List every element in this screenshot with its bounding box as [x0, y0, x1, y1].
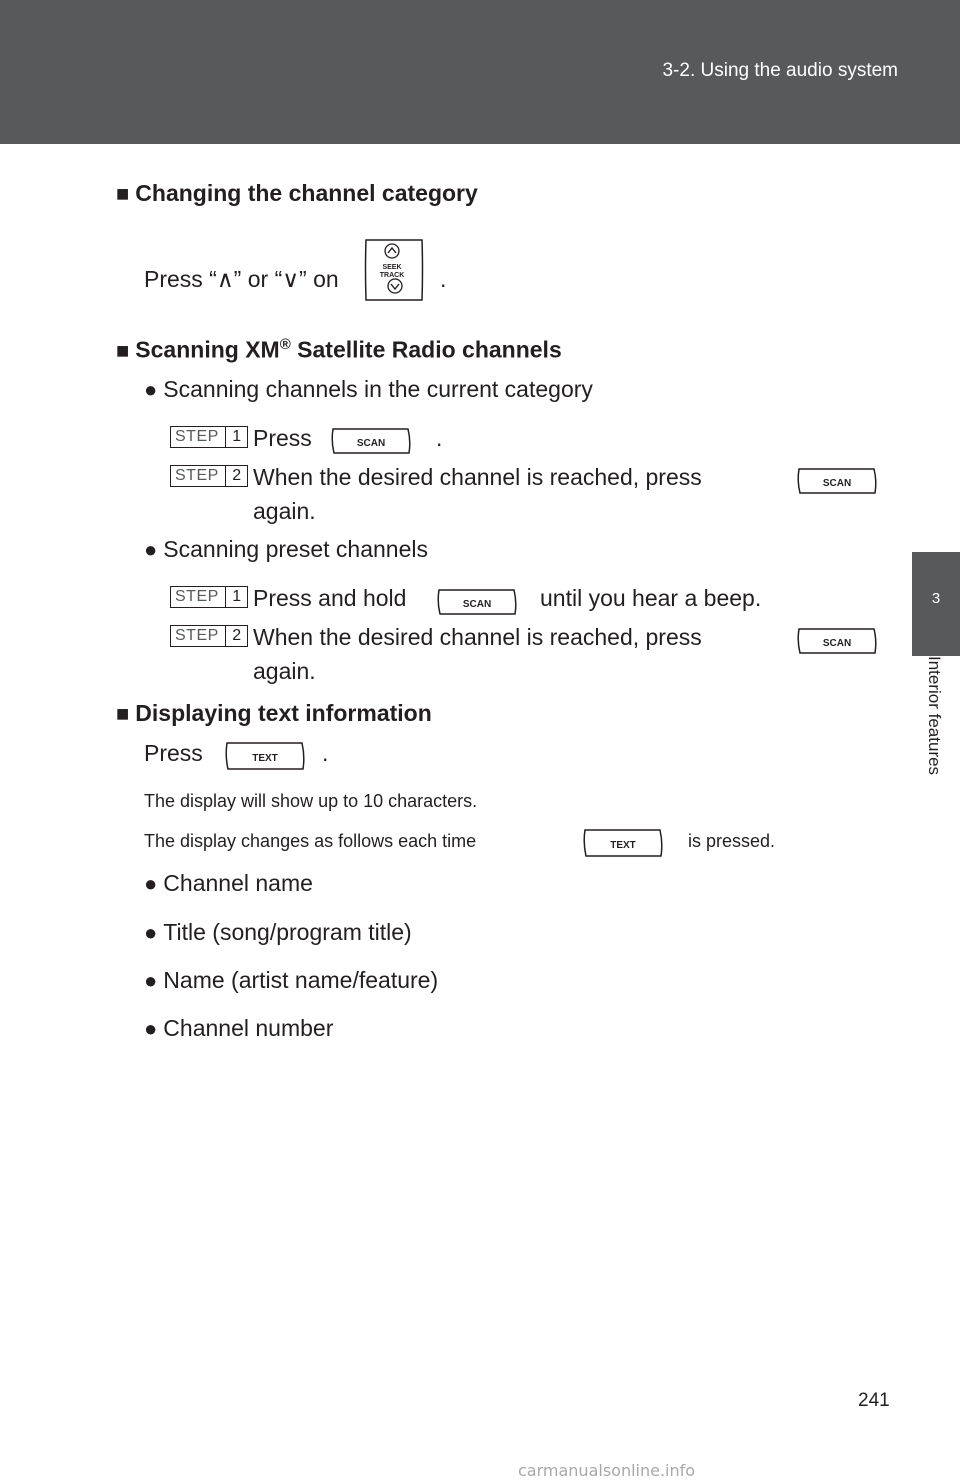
list-item: ●Name (artist name/feature)	[144, 967, 438, 994]
step-number: 1	[225, 427, 247, 447]
seek-key-line2: TRACK	[380, 272, 405, 279]
scan-key: SCAN	[436, 587, 518, 617]
scan-key-label: SCAN	[823, 638, 851, 649]
bullet-text: Scanning preset channels	[163, 536, 428, 562]
step-1-text: Press	[253, 425, 312, 451]
text-key: TEXT	[582, 827, 664, 859]
chapter-number: 3	[931, 590, 941, 607]
press-seek-period: .	[440, 266, 447, 292]
chapter-label: Interior features	[925, 656, 944, 776]
press-seek-label: Press “∧” or “∨” on	[144, 266, 339, 292]
registered-mark: ®	[279, 336, 291, 353]
step-1-period: .	[436, 425, 443, 451]
list-item-text: Channel number	[163, 1015, 334, 1041]
heading-changing-category: ■Changing the channel category	[116, 180, 478, 207]
round-bullet-icon: ●	[144, 968, 158, 993]
chapter-tab: 3	[912, 552, 960, 656]
text-key-label: TEXT	[252, 753, 278, 764]
list-item: ●Channel name	[144, 870, 313, 897]
square-bullet-icon: ■	[116, 701, 130, 726]
heading-text: Displaying text information	[135, 700, 432, 726]
bullet-current-category: ●Scanning channels in the current catego…	[144, 376, 593, 403]
round-bullet-icon: ●	[144, 1016, 158, 1041]
step-2-continuation: again.	[253, 498, 316, 524]
round-bullet-icon: ●	[144, 537, 158, 562]
step-2-label: STEP 2	[170, 465, 248, 487]
list-item-text: Name (artist name/feature)	[163, 967, 439, 993]
step-number: 1	[225, 587, 247, 607]
press-text-period: .	[322, 740, 329, 766]
heading-scanning: ■Scanning XM® Satellite Radio channels	[116, 336, 562, 364]
heading-text: Changing the channel category	[135, 180, 478, 206]
chapter-label-container: Interior features	[912, 656, 960, 836]
seek-track-key: SEEK TRACK	[362, 238, 426, 302]
header-bar: 3-2. Using the audio system	[0, 0, 960, 144]
text-key-label: TEXT	[610, 840, 636, 851]
step-word: STEP	[175, 588, 219, 605]
seek-key-line1: SEEK	[382, 264, 401, 271]
bullet-text: Scanning channels in the current categor…	[163, 376, 593, 402]
step-1-text-after: until you hear a beep.	[540, 585, 762, 611]
bullet-preset-channels: ●Scanning preset channels	[144, 536, 428, 563]
step-number: 2	[225, 466, 247, 486]
round-bullet-icon: ●	[144, 920, 158, 945]
round-bullet-icon: ●	[144, 871, 158, 896]
scan-key-label: SCAN	[823, 478, 851, 489]
note-display-changes: The display changes as follows each time	[144, 831, 477, 851]
list-item: ●Title (song/program title)	[144, 919, 412, 946]
step-2-text: When the desired channel is reached, pre…	[253, 624, 702, 650]
step-1-text: Press and hold	[253, 585, 407, 611]
press-text-label: Press	[144, 740, 203, 766]
step-word: STEP	[175, 467, 219, 484]
step-number: 2	[225, 626, 247, 646]
scan-key: SCAN	[796, 626, 878, 656]
text-key: TEXT	[224, 740, 306, 772]
square-bullet-icon: ■	[116, 337, 130, 363]
scan-key-label: SCAN	[357, 438, 385, 449]
list-item-text: Title (song/program title)	[163, 919, 412, 945]
page-number: 241	[858, 1390, 890, 1411]
heading-text-pre: Scanning XM	[135, 336, 280, 363]
watermark: carmanualsonline.info	[518, 1461, 696, 1480]
step-2-continuation: again.	[253, 658, 316, 684]
square-bullet-icon: ■	[116, 181, 130, 206]
list-item-text: Channel name	[163, 870, 313, 896]
round-bullet-icon: ●	[144, 377, 158, 402]
section-title: 3-2. Using the audio system	[662, 60, 898, 81]
step-word: STEP	[175, 428, 219, 445]
list-item: ●Channel number	[144, 1015, 333, 1042]
scan-key: SCAN	[796, 466, 878, 496]
step-2-label: STEP 2	[170, 625, 248, 647]
heading-displaying-text: ■Displaying text information	[116, 700, 432, 727]
note-is-pressed: is pressed.	[688, 831, 776, 851]
press-seek-text: Press “∧” or “∨” on	[144, 266, 339, 293]
step-word: STEP	[175, 627, 219, 644]
step-2-text: When the desired channel is reached, pre…	[253, 464, 702, 490]
scan-key-label: SCAN	[463, 599, 491, 610]
note-display-chars: The display will show up to 10 character…	[144, 791, 478, 811]
heading-text-post: Satellite Radio channels	[290, 336, 562, 363]
step-1-label: STEP 1	[170, 586, 248, 608]
step-1-label: STEP 1	[170, 426, 248, 448]
scan-key: SCAN	[330, 426, 412, 456]
